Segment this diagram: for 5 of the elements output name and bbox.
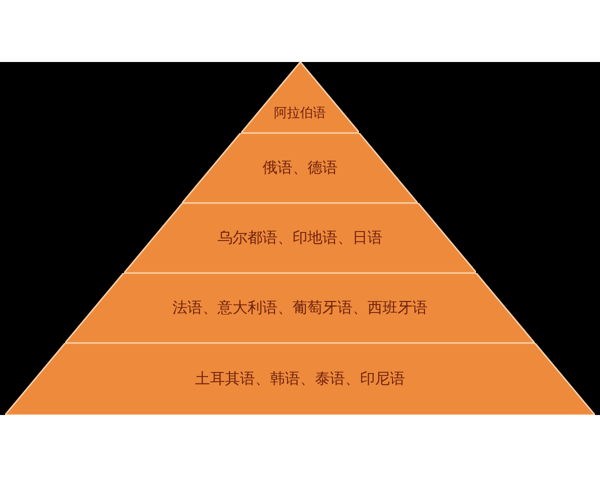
layer-label: 俄语、德语 <box>262 158 338 178</box>
layer-label: 阿拉伯语 <box>274 105 326 122</box>
layer-label: 法语、意大利语、葡萄牙语、西班牙语 <box>172 298 428 318</box>
layer-label: 土耳其语、韩语、泰语、印尼语 <box>195 370 405 388</box>
layer-label: 乌尔都语、印地语、日语 <box>217 228 382 248</box>
